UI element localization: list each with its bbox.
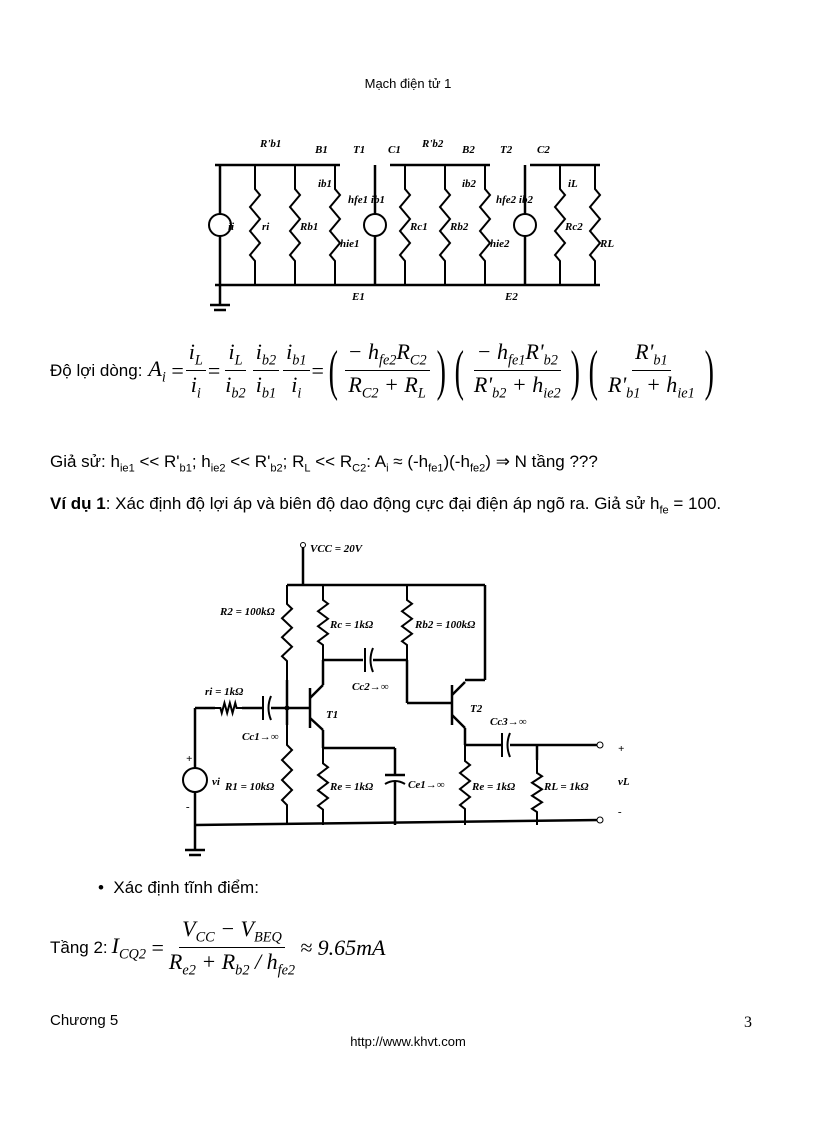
example-sub: fe [659, 504, 669, 517]
page-number: 3 [744, 1014, 752, 1031]
circuit-label: Rc1 [409, 221, 428, 233]
resistor [478, 165, 492, 285]
terminal [596, 816, 604, 824]
circuit-label: ib2 [462, 178, 477, 190]
example-bold: Ví dụ 1 [50, 494, 106, 513]
example-text: : Xác định độ lợi áp và biên độ dao động… [105, 494, 660, 513]
circuit-label: C1 [388, 144, 401, 156]
circuit-label: Re = 1kΩ [471, 781, 516, 793]
circuit-diagram-two-stage: VCC = 20V R2 = 100kΩ Rc = 1kΩ Rb2 = 100kΩ Cc… [182, 542, 630, 857]
terminal [300, 542, 306, 548]
resistor [553, 165, 567, 285]
capacitor [501, 732, 511, 758]
resistor [458, 745, 472, 825]
circuit-label: hie2 [490, 238, 510, 250]
bullet-text: Xác định tĩnh điểm: [113, 878, 259, 897]
circuit-label: T2 [470, 703, 483, 715]
wire [451, 681, 466, 696]
page-header: Mạch điện tử 1 [364, 76, 452, 91]
circuit-label: ri [262, 221, 270, 233]
example-statement: Ví dụ 1: Xác định độ lợi áp và biên độ d… [50, 494, 721, 516]
resistor [316, 748, 330, 825]
circuit-label: Rc = 1kΩ [329, 619, 374, 631]
circuit-label: T2 [500, 144, 513, 156]
circuit-label: Ce1→∞ [408, 779, 445, 791]
circuit-label: vi [212, 776, 221, 788]
current-source-icon [513, 213, 537, 237]
circuit-label: ri = 1kΩ [205, 686, 244, 698]
resistor [280, 725, 294, 825]
circuit-label: B1 [314, 144, 328, 156]
capacitor [364, 647, 374, 673]
circuit-label: RL [599, 238, 614, 250]
circuit-label: Cc2→∞ [352, 681, 389, 693]
wire [309, 717, 324, 731]
circuit-label: R'b1 [259, 138, 281, 150]
example-end: = 100. [668, 494, 722, 513]
junction [284, 705, 290, 711]
circuit-label: Rc2 [564, 221, 583, 233]
gain-label: Độ lợi dòng: [50, 360, 143, 380]
assume-suffix: ⇒ N tầng ??? [490, 452, 598, 471]
circuit-label: R'b2 [421, 138, 444, 150]
resistor [438, 165, 452, 285]
terminal [596, 741, 604, 749]
resistor [328, 165, 342, 285]
circuit-label: hfe2 ib2 [496, 194, 533, 206]
resistor [248, 165, 262, 285]
circuit-label: Rb2 = 100kΩ [414, 619, 476, 631]
circuit-label: Rb1 [299, 221, 318, 233]
circuit-label: Rb2 [449, 221, 469, 233]
resistor [400, 585, 414, 660]
circuit-label: + [618, 743, 624, 755]
circuit-label: hfe1 ib1 [348, 194, 385, 206]
circuit-label: - [618, 806, 622, 818]
circuit-label: Re = 1kΩ [329, 781, 374, 793]
circuit-label: R2 = 100kΩ [219, 606, 276, 618]
wire [309, 684, 324, 699]
circuit-label: Cc3→∞ [490, 716, 527, 728]
circuit-label: C2 [537, 144, 550, 156]
bullet-item: • Xác định tĩnh điểm: [98, 878, 259, 897]
footer-url[interactable]: http://www.khvt.com [350, 1034, 466, 1049]
circuit-label: RL = 1kΩ [543, 781, 589, 793]
footer-chapter: Chương 5 [50, 1012, 119, 1029]
circuit-label: hie1 [340, 238, 360, 250]
resistor [588, 165, 602, 285]
circuit-label: + [186, 753, 192, 765]
wire [451, 714, 466, 729]
resistor [530, 760, 544, 825]
stage2-label: Tầng 2: [50, 937, 108, 957]
stage2-result: ≈ 9.65mA [300, 934, 386, 960]
circuit-label: ii [228, 221, 235, 233]
assumption-line: Giả sử: hie1 << R'b1; hie2 << R'b2; RL <… [50, 452, 598, 475]
resistor [280, 585, 294, 680]
circuit-label: - [186, 801, 190, 813]
circuit-label: R1 = 10kΩ [224, 781, 275, 793]
resistor [398, 165, 412, 285]
circuit-label: vL [618, 776, 630, 788]
resistor [288, 165, 302, 285]
assume-prefix: Giả sử: h [50, 452, 120, 471]
circuit-label: T1 [353, 144, 365, 156]
circuit-label: E2 [504, 291, 518, 303]
wire [194, 818, 601, 827]
circuit-label: B2 [461, 144, 475, 156]
circuit-label: VCC = 20V [310, 543, 364, 555]
voltage-source-icon [182, 767, 208, 793]
capacitor [262, 695, 272, 721]
circuit-label: ib1 [318, 178, 332, 190]
current-source-icon [363, 213, 387, 237]
resistor [215, 699, 242, 717]
circuit-label: E1 [351, 291, 365, 303]
circuit-label: iL [568, 178, 578, 190]
circuit-label: T1 [326, 709, 338, 721]
resistor [316, 585, 330, 660]
circuit-label: Cc1→∞ [242, 731, 279, 743]
